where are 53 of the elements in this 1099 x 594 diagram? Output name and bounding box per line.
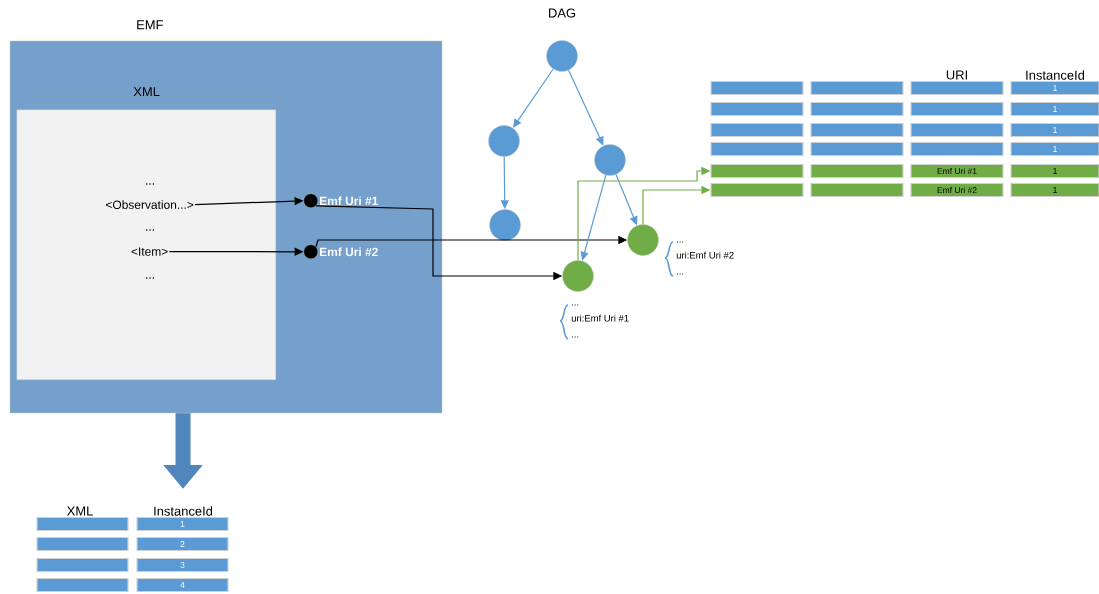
table-cell — [710, 141, 804, 157]
column-header: URI — [946, 70, 967, 80]
dots-text: ... — [146, 229, 154, 231]
node-label: EMF — [137, 20, 163, 30]
table-cell — [810, 122, 904, 138]
graph-node — [546, 40, 578, 72]
table-cell — [810, 141, 904, 157]
table-cell: 1 — [136, 516, 229, 532]
table-cell — [36, 557, 129, 573]
node-annotation: ... uri:Emf Uri #1 ... — [559, 304, 629, 340]
table-cell: 1 — [1010, 163, 1099, 179]
column-header: InstanceId — [1026, 70, 1085, 80]
table-cell: 1 — [1010, 122, 1099, 138]
table-cell — [810, 101, 904, 117]
table-cell — [36, 516, 129, 532]
table-cell — [36, 536, 129, 552]
table-cell: 1 — [1010, 80, 1099, 96]
xml-element-text: <Item> — [131, 247, 168, 256]
table-cell — [810, 80, 904, 96]
xml-element-text: <Observation...> — [106, 200, 194, 209]
graph-node — [627, 224, 659, 256]
graph-node — [594, 144, 626, 176]
node-annotation: ... uri:Emf Uri #2 ... — [664, 241, 734, 277]
table-cell — [36, 577, 129, 593]
table-cell — [810, 163, 904, 179]
table-cell: Emf Uri #2 — [910, 182, 1004, 198]
graph-title: DAG — [549, 8, 576, 18]
table-cell: 1 — [1010, 101, 1099, 117]
table-cell — [910, 80, 1004, 96]
dots-text: ... — [146, 277, 154, 279]
table-cell: 1 — [1010, 182, 1099, 198]
arrow — [580, 174, 607, 261]
table-cell — [910, 141, 1004, 157]
table-cell — [710, 80, 804, 96]
node-label: XML — [133, 87, 160, 97]
table-cell — [910, 122, 1004, 138]
table-cell: 4 — [136, 577, 229, 593]
table-cell — [910, 101, 1004, 117]
column-header: XML — [67, 506, 93, 516]
graph-node — [488, 125, 520, 157]
graph-node — [489, 209, 521, 241]
table-cell: Emf Uri #1 — [910, 163, 1004, 179]
dots-text: ... — [146, 183, 154, 185]
uri-label: Emf Uri #1 — [320, 196, 378, 206]
column-header: InstanceId — [154, 506, 213, 516]
graph-node — [562, 260, 594, 292]
table-cell: 2 — [136, 536, 229, 552]
table-cell — [710, 101, 804, 117]
table-cell: 3 — [136, 557, 229, 573]
table-cell — [810, 182, 904, 198]
table-cell: 1 — [1010, 141, 1099, 157]
uri-label: Emf Uri #2 — [320, 247, 378, 257]
table-cell — [710, 122, 804, 138]
